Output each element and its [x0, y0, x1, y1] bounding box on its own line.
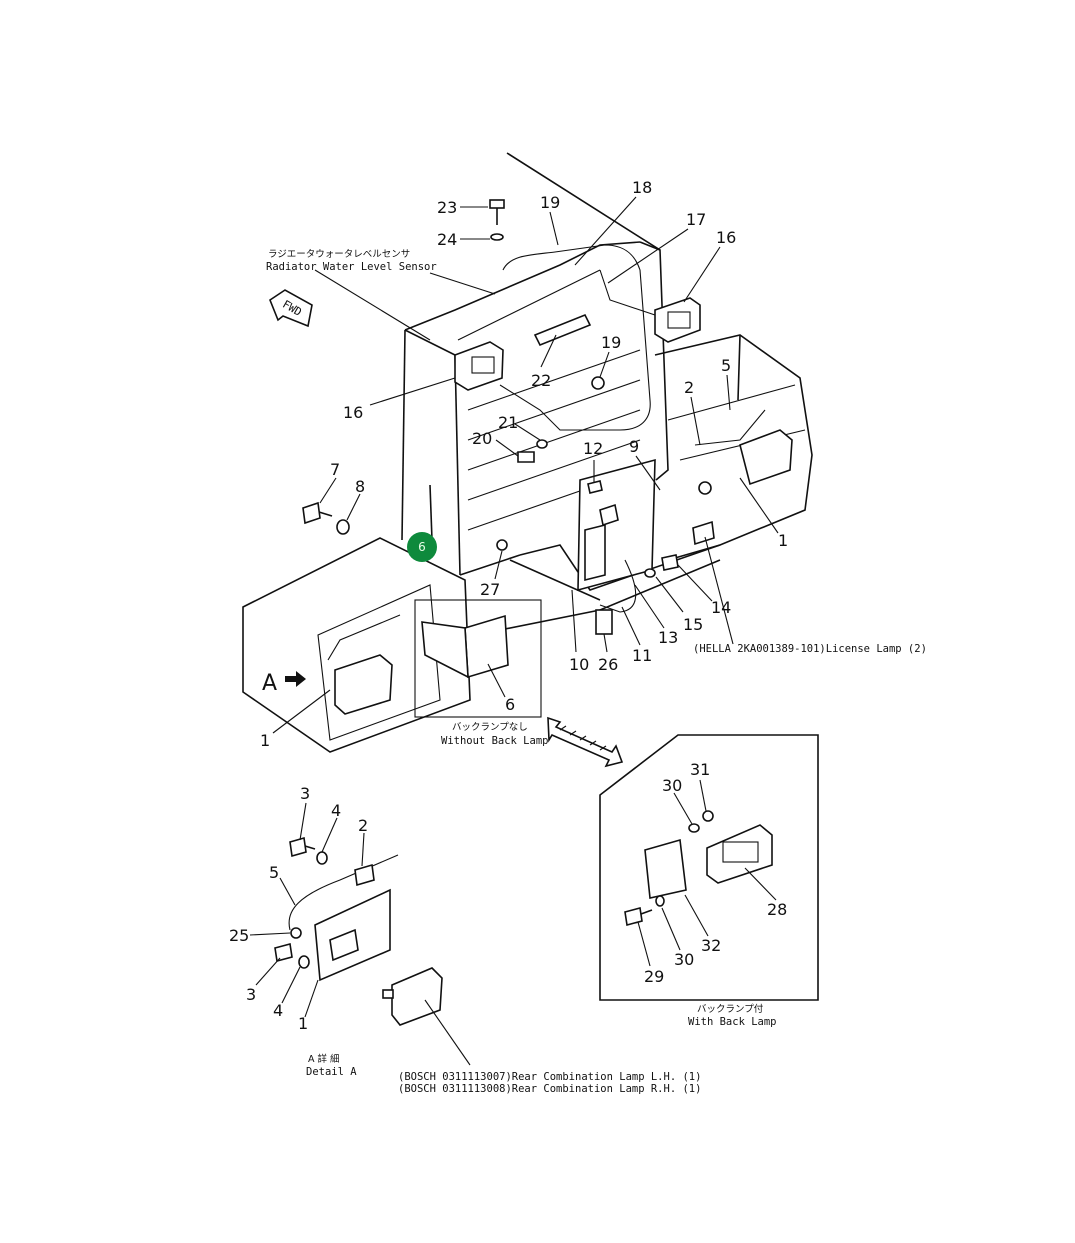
- part-number: 21: [498, 413, 518, 432]
- part-number: 25: [229, 926, 249, 945]
- license-lamp-label: (HELLA 2KA001389-101)License Lamp (2): [693, 643, 927, 655]
- part-number: 22: [531, 371, 551, 390]
- sensor-label-en: Radiator Water Level Sensor: [266, 261, 437, 273]
- part-number: 6: [505, 695, 515, 714]
- part-6-hotspot[interactable]: 6: [407, 532, 437, 562]
- part-number: 1: [298, 1014, 308, 1033]
- part-number: 17: [686, 210, 706, 229]
- with-back-lamp-jp: バックランプ付: [697, 1004, 764, 1015]
- work-lamp-left: [454, 341, 504, 391]
- bolt-icon: [289, 836, 307, 858]
- part-number: 8: [355, 477, 365, 496]
- part-number: 27: [480, 580, 500, 599]
- part-number: 30: [674, 950, 694, 969]
- part-number: 23: [437, 198, 457, 217]
- part-number: 28: [767, 900, 787, 919]
- part-number: 29: [644, 967, 664, 986]
- part-number: 15: [683, 615, 703, 634]
- with-back-lamp-detail: [599, 734, 819, 1001]
- captions: ラジエータウォータレベルセンサ Radiator Water Level Sen…: [262, 249, 927, 1095]
- double-arrow-icon: [547, 716, 624, 768]
- part-number: 13: [658, 628, 678, 647]
- part-number: 1: [260, 731, 270, 750]
- part-number: 4: [273, 1001, 283, 1020]
- part-number: 4: [331, 801, 341, 820]
- part-number: 14: [711, 598, 731, 617]
- bolt-icon: [587, 480, 603, 494]
- view-arrow-icon: [285, 671, 306, 687]
- rear-lamp-rh-label: (BOSCH 0311113008)Rear Combination Lamp …: [398, 1083, 701, 1095]
- detail-a: [274, 836, 443, 1026]
- bolt-icon: [302, 501, 321, 525]
- part-number: 32: [701, 936, 721, 955]
- part-number: 3: [246, 985, 256, 1004]
- sensor-fasteners: [489, 199, 505, 241]
- part-number: 19: [601, 333, 621, 352]
- part-number: 16: [343, 403, 363, 422]
- detail-a-jp: A 詳 細: [308, 1053, 340, 1065]
- clip-icon: [591, 376, 605, 390]
- washer-icon: [490, 233, 504, 241]
- part-number: 12: [583, 439, 603, 458]
- part-number: 11: [632, 646, 652, 665]
- part-number: 9: [629, 437, 639, 456]
- bolt-icon: [517, 451, 535, 463]
- part-number: 5: [269, 863, 279, 882]
- part-number: 10: [569, 655, 589, 674]
- part-number: 16: [716, 228, 736, 247]
- bolt-icon: [624, 906, 643, 927]
- part-number: 5: [721, 356, 731, 375]
- detail-a-en: Detail A: [306, 1066, 357, 1078]
- part-number: 24: [437, 230, 457, 249]
- bolt-icon: [489, 199, 505, 209]
- rear-lamp-lh-label: (BOSCH 0311113007)Rear Combination Lamp …: [398, 1071, 701, 1083]
- work-lamp-right: [654, 297, 701, 343]
- part-number: 19: [540, 193, 560, 212]
- without-back-lamp-box: [414, 599, 542, 718]
- part-number: 1: [778, 531, 788, 550]
- wire-harness: [499, 244, 651, 431]
- part-number: 2: [358, 816, 368, 835]
- part-number: 30: [662, 776, 682, 795]
- fwd-arrow-icon: [269, 289, 313, 328]
- leader-lines: [249, 196, 779, 1066]
- rod-10: [509, 559, 601, 601]
- part-number: 2: [684, 378, 694, 397]
- part-number: 18: [632, 178, 652, 197]
- part-number: 26: [598, 655, 618, 674]
- part-number: 31: [690, 760, 710, 779]
- view-a-label: A: [262, 671, 277, 696]
- bracket-22: [533, 313, 592, 347]
- part-number: 7: [330, 460, 340, 479]
- bolt-icon: [274, 942, 293, 963]
- without-back-lamp-en: Without Back Lamp: [441, 735, 548, 747]
- with-back-lamp-en: With Back Lamp: [688, 1016, 777, 1028]
- part-number: 20: [472, 429, 492, 448]
- without-back-lamp-jp: バックランプなし: [452, 722, 528, 733]
- part-numbers: 23 24 19 18 17 16 16 22 19 20 21 12 9 2 …: [229, 178, 788, 1033]
- sensor-label-jp: ラジエータウォータレベルセンサ: [268, 249, 410, 260]
- bolt-icon: [661, 554, 679, 571]
- part-number: 3: [300, 784, 310, 803]
